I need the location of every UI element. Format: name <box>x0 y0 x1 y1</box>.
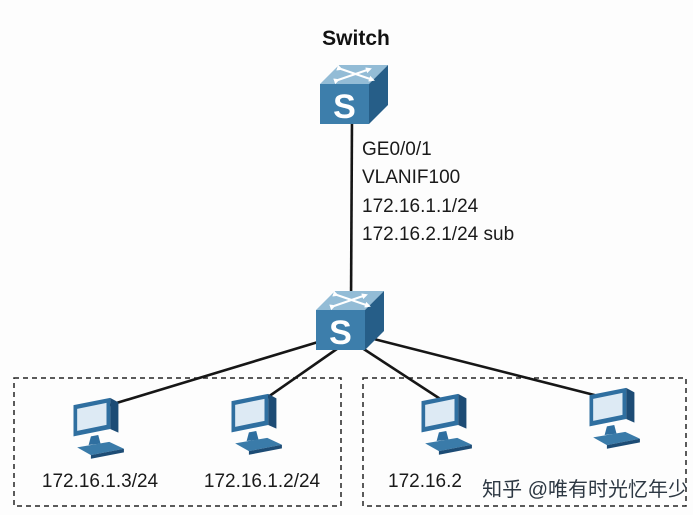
pc-icon-4 <box>589 387 640 449</box>
cable-to-pc1 <box>99 334 339 410</box>
uplink-ip-secondary-label: 172.16.2.1/24 sub <box>362 224 515 245</box>
pc1-ip-label: 172.16.1.3/24 <box>41 471 159 492</box>
pc-icon-1 <box>73 397 124 459</box>
vlan-group-box-left <box>13 377 342 507</box>
pc2-ip-label: 172.16.1.2/24 <box>203 471 321 492</box>
cable-to-pc2 <box>257 342 345 406</box>
pc-icon-2 <box>231 393 282 455</box>
uplink-interface-label: GE0/0/1 <box>362 139 432 160</box>
uplink-vlanif-label: VLANIF100 <box>362 167 461 188</box>
pc-icon-3 <box>421 393 472 455</box>
switch-icon-top <box>320 65 388 126</box>
vlan-group-box-right <box>362 377 687 507</box>
uplink-ip-primary-label: 172.16.1.1/24 <box>362 196 479 217</box>
uplink-cable <box>349 117 354 306</box>
switch-icon-bottom <box>316 291 384 352</box>
cable-to-pc3 <box>355 342 449 406</box>
pc3-ip-label: 172.16.2 <box>388 471 462 492</box>
diagram-title: Switch <box>322 27 390 50</box>
zhihu-watermark: 知乎 @唯有时光忆年少 <box>482 479 688 501</box>
cable-to-pc4 <box>361 334 615 402</box>
